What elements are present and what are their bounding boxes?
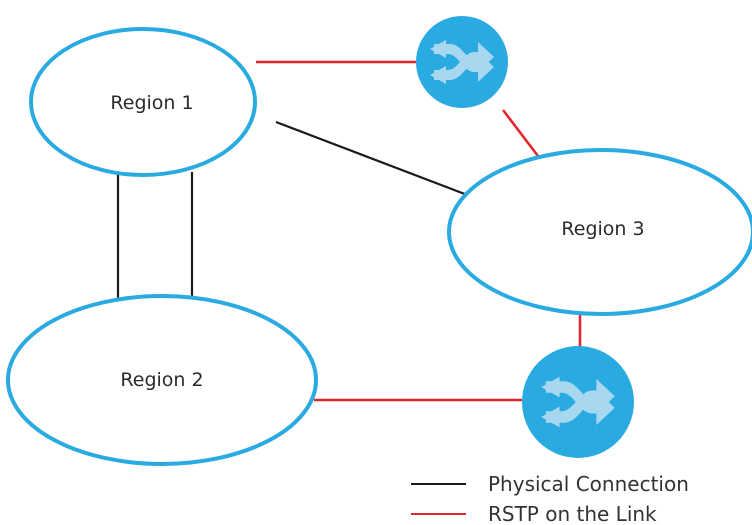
region-3-label: Region 3: [561, 218, 644, 240]
legend-rstp-label: RSTP on the Link: [488, 502, 657, 525]
legend: Physical Connection RSTP on the Link: [411, 472, 689, 525]
region-1: Region 1: [29, 27, 257, 177]
legend-physical-label: Physical Connection: [488, 472, 689, 496]
rstp-switch-top-region3: [501, 109, 543, 161]
switch-top: [416, 16, 508, 108]
region-2: Region 2: [6, 294, 318, 466]
region-1-label: Region 1: [110, 92, 193, 114]
region-3: Region 3: [447, 148, 752, 316]
switch-bottom: [522, 346, 634, 458]
link-region1-region3: [275, 120, 471, 198]
region-2-label: Region 2: [120, 369, 203, 391]
